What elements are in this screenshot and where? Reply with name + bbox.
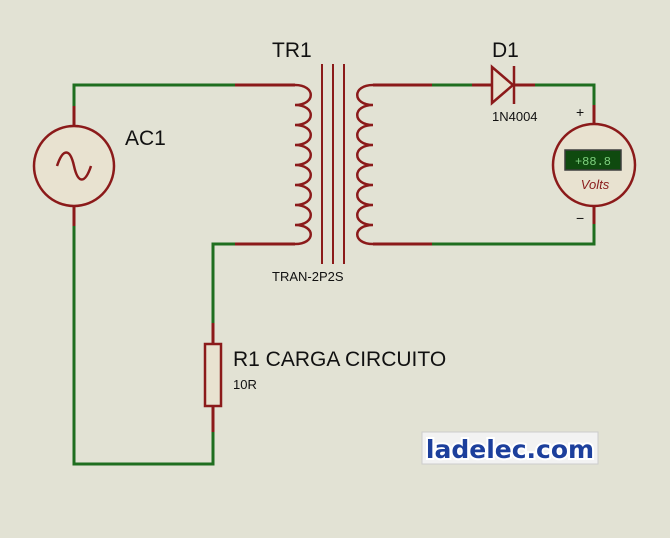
voltmeter[interactable]: +88.8 Volts: [551, 105, 637, 224]
watermark-text: ladelec.com: [426, 435, 594, 464]
diode[interactable]: [472, 64, 535, 106]
wire-diode-to-voltmeter-plus: [535, 83, 596, 105]
voltmeter-minus-label: −: [576, 210, 584, 226]
primary-coil: [294, 83, 312, 246]
watermark: ladelec.com: [421, 431, 599, 466]
resistor[interactable]: [203, 323, 223, 432]
secondary-coil: [356, 83, 374, 246]
diode-value: 1N4004: [492, 109, 538, 124]
resistor-ref: R1 CARGA CIRCUITO: [233, 348, 446, 371]
diode-triangle: [490, 64, 515, 106]
voltmeter-unit: Volts: [581, 177, 610, 192]
resistor-body: [203, 342, 223, 408]
transformer-ref: TR1: [272, 39, 312, 62]
sine-wave-icon: [55, 151, 93, 181]
transformer[interactable]: [235, 64, 432, 264]
diode-ref: D1: [492, 39, 519, 62]
wire-primary-bottom-to-resistor: [211, 242, 235, 323]
voltmeter-plus-label: +: [576, 104, 584, 120]
watermark-background: [421, 431, 599, 465]
wire-ac-to-resistor-bottom: [72, 226, 215, 466]
voltmeter-lcd: [564, 149, 622, 171]
transformer-value: TRAN-2P2S: [272, 269, 344, 284]
wire-ac-to-primary-top: [72, 83, 235, 106]
resistor-value: 10R: [233, 377, 257, 392]
ac-source[interactable]: [32, 106, 116, 226]
ac-source-ref: AC1: [125, 127, 166, 150]
wire-secondary-bottom-to-voltmeter-minus: [432, 224, 596, 246]
voltmeter-readout: +88.8: [575, 155, 611, 169]
wires: [72, 83, 596, 466]
